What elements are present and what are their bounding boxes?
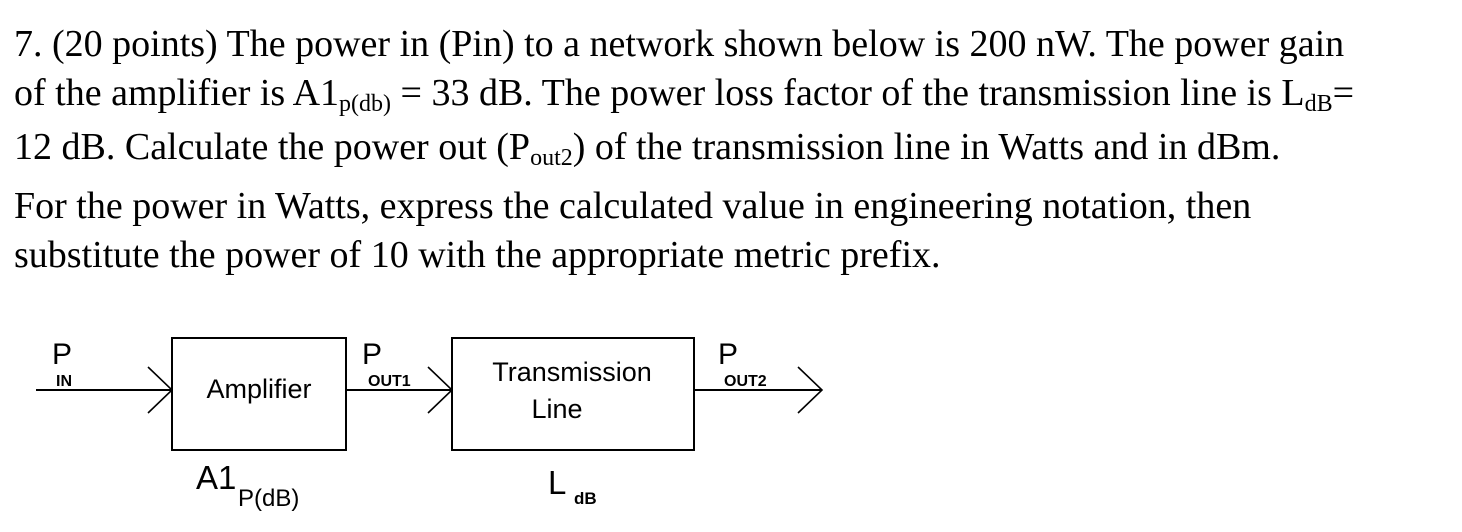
amplifier-label: Amplifier [206, 374, 311, 404]
amplifier-gain-subscript: p(db) [339, 91, 392, 117]
a1-label: A1 [196, 459, 236, 496]
problem-line-3-end: ) of the transmission line in Watts and … [572, 126, 1281, 168]
instructions: For the power in Watts, express the calc… [14, 182, 1251, 280]
problem-line-2-end: = [1332, 72, 1355, 114]
problem-line-1: 7. (20 points) The power in (Pin) to a n… [14, 23, 1345, 65]
amplifier-block [171, 337, 347, 451]
ldb-subscript: dB [574, 489, 597, 508]
problem-statement: 7. (20 points) The power in (Pin) to a n… [14, 20, 1354, 177]
pout2-subscript: OUT2 [724, 373, 767, 390]
instructions-line-1: For the power in Watts, express the calc… [14, 185, 1252, 227]
pin-subscript: IN [56, 373, 72, 390]
ldb-label: L [548, 464, 566, 501]
pin-label: P [52, 338, 72, 371]
pout1-label: P [362, 338, 382, 371]
loss-factor-subscript: dB [1304, 91, 1333, 117]
network-diagram: P IN Amplifier P OUT1 Transmission Line … [36, 337, 824, 512]
a1-subscript: P(dB) [238, 485, 299, 512]
instructions-line-2: substitute the power of 10 with the appr… [14, 234, 941, 276]
transmission-line-block [451, 337, 695, 451]
pout1-subscript: OUT1 [368, 373, 411, 390]
problem-line-3-start: 12 dB. Calculate the power out (P [14, 126, 531, 168]
pout2-subscript: out2 [530, 145, 573, 171]
problem-line-2-start: of the amplifier is A1 [14, 72, 340, 114]
problem-line-2-middle: = 33 dB. The power loss factor of the tr… [391, 72, 1305, 114]
output-arrow-icon [797, 366, 824, 414]
line-label: Line [531, 394, 582, 424]
pout2-label: P [718, 338, 738, 371]
transmission-label: Transmission [492, 357, 652, 387]
